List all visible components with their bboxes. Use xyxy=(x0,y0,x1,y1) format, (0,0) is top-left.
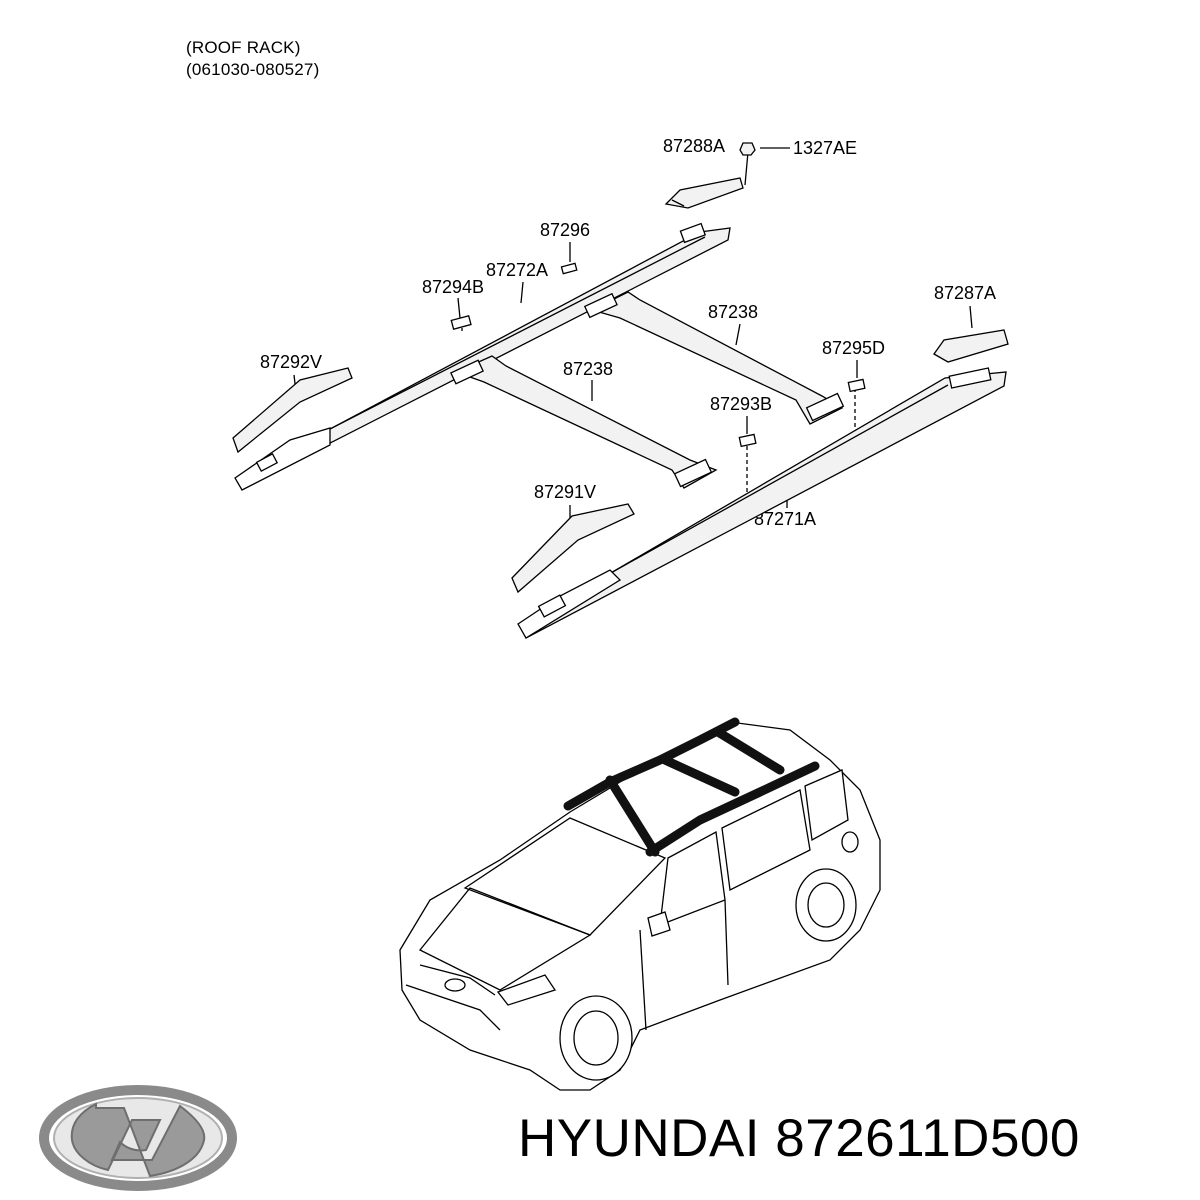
label-87291V: 87291V xyxy=(534,482,596,502)
label-1327AE: 1327AE xyxy=(793,138,857,158)
clip-87294B xyxy=(450,315,472,330)
front-cover-87291V xyxy=(511,503,635,594)
diagram-date-range: (061030-080527) xyxy=(186,60,320,79)
rear-end-cap-87288A xyxy=(664,177,744,209)
label-87295D: 87295D xyxy=(822,338,885,358)
label-87296: 87296 xyxy=(540,220,590,240)
label-87238-front: 87238 xyxy=(563,359,613,379)
hyundai-logo-icon xyxy=(39,1085,237,1191)
crossbar-front-87238 xyxy=(450,355,718,489)
clip-87296 xyxy=(560,262,578,275)
rear-end-cap-87287A xyxy=(933,329,1009,363)
leader-lines xyxy=(293,146,973,525)
label-87288A: 87288A xyxy=(663,136,725,156)
brand-part-number-caption: HYUNDAI 872611D500 xyxy=(518,1109,1080,1168)
label-87272A: 87272A xyxy=(486,260,548,280)
nut-1327AE xyxy=(739,142,756,156)
label-87292V: 87292V xyxy=(260,352,322,372)
label-87293B: 87293B xyxy=(710,394,772,414)
label-87271A: 87271A xyxy=(754,509,816,529)
left-roof-rail-87272A xyxy=(234,222,731,491)
crossbar-rear-87238 xyxy=(583,291,845,425)
label-87287A: 87287A xyxy=(934,283,996,303)
front-cover-87292V xyxy=(232,367,353,454)
minivan-illustration xyxy=(399,717,881,1091)
clip-87293B xyxy=(738,433,757,448)
right-roof-rail-87271A xyxy=(517,367,1007,639)
label-87294B: 87294B xyxy=(422,277,484,297)
label-87238-rear: 87238 xyxy=(708,302,758,322)
clip-87295D xyxy=(847,378,866,393)
diagram-title: (ROOF RACK) xyxy=(186,38,301,57)
